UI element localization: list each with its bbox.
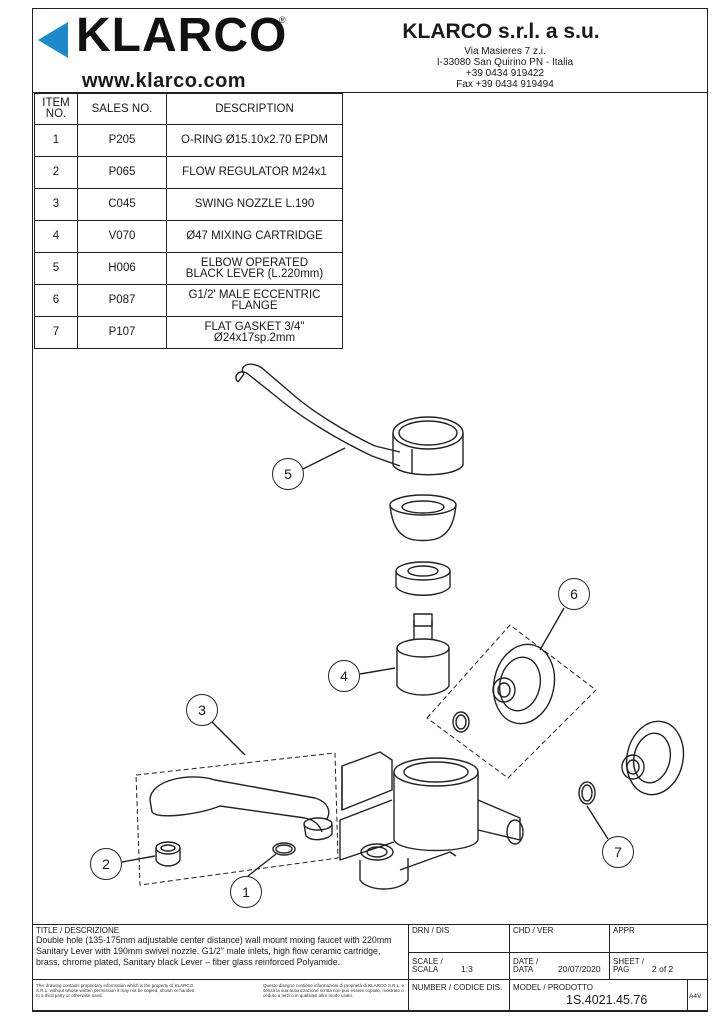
leader-line-3	[211, 721, 246, 756]
sales-no: P107	[77, 316, 167, 349]
part-description: G1/2' MALE ECCENTRIC FLANGE	[166, 284, 343, 317]
part-description: FLOW REGULATOR M24x1	[166, 156, 343, 189]
size-cell: A4V	[688, 980, 707, 1011]
eccentric-flange-part	[621, 720, 685, 796]
legal-notice-it: Questo disegno contiene informazioni di …	[263, 983, 405, 998]
legal-cell: This drawing contains proprietary inform…	[33, 980, 409, 1011]
number-cell: NUMBER / CODICE DIS.	[409, 980, 510, 1011]
part-description: ELBOW OPERATED BLACK LEVER (L.220mm)	[166, 252, 343, 285]
balloon-2: 2	[90, 848, 122, 880]
legal-notice-en: This drawing contains proprietary inform…	[36, 983, 195, 998]
item-no: 3	[34, 188, 78, 221]
sheet-value: 2 of 2	[652, 964, 674, 974]
registered-mark: ®	[279, 15, 286, 25]
part-description: FLAT GASKET 3/4" Ø24x17sp.2mm	[166, 316, 343, 349]
balloon-3: 3	[186, 694, 218, 726]
leader-line-6	[539, 607, 565, 651]
part-description: SWING NOZZLE L.190	[166, 188, 343, 221]
bell-cap-part	[389, 494, 457, 542]
balloon-1: 1	[230, 876, 262, 908]
address-line: I-33080 San Quirino PN - Italia	[436, 57, 574, 68]
balloon-5: 5	[272, 458, 304, 490]
date-label: DATE / DATA	[513, 957, 539, 974]
drn-cell: DRN / DIS	[409, 925, 510, 953]
leader-line-4	[359, 667, 396, 675]
model-cell: MODEL / PRODOTTO 1S.4021.45.76	[510, 980, 688, 1011]
balloon-7: 7	[602, 836, 634, 868]
logo-triangle-icon	[38, 22, 68, 58]
title-description: Double hole (135-175mm adjustable center…	[36, 935, 392, 967]
balloon-6: 6	[558, 578, 590, 610]
sales-no: H006	[77, 252, 167, 285]
title-label: TITLE / DESCRIZIONE	[36, 926, 120, 935]
phone-line: +39 0434 919422	[465, 68, 545, 79]
scale-cell: SCALE / SCALA 1:3	[409, 953, 510, 980]
eccentric-flange-part	[452, 643, 556, 733]
appr-cell: APPR	[610, 925, 707, 953]
chd-label: CHD / VER	[513, 926, 554, 935]
sheet-size: A4V	[689, 993, 702, 1000]
faucet-body-part	[339, 751, 524, 890]
part-description: O-RING Ø15.10x2.70 EPDM	[166, 124, 343, 157]
flange-callout-frame	[426, 624, 597, 779]
elbow-lever-part	[235, 363, 464, 476]
leader-line-2	[121, 855, 156, 863]
flow-regulator-part	[155, 841, 181, 867]
drn-label: DRN / DIS	[412, 926, 450, 935]
leader-line-5	[302, 447, 346, 470]
date-value: 20/07/2020	[558, 964, 601, 974]
logo-text: KLARCO	[76, 9, 288, 62]
website-url[interactable]: www.klarco.com	[82, 70, 247, 92]
address-line: Via Masieres 7 z.i.	[464, 46, 546, 57]
exploded-view-drawing	[121, 363, 685, 890]
number-label: NUMBER / CODICE DIS.	[412, 983, 503, 992]
nozzle-callout-frame	[135, 752, 339, 886]
fax-line: Fax +39 0434 919494	[456, 79, 554, 90]
o-ring-part	[272, 842, 296, 856]
date-cell: DATE / DATA 20/07/2020	[510, 953, 610, 980]
sheet-cell: SHEET / PAG 2 of 2	[610, 953, 707, 980]
leader-line-7	[586, 805, 609, 840]
leader-line-1	[247, 853, 277, 877]
cartridge-part	[396, 613, 450, 696]
balloon-4: 4	[328, 660, 360, 692]
scale-value: 1:3	[461, 964, 473, 974]
item-no: 1	[34, 124, 78, 157]
chd-cell: CHD / VER	[510, 925, 610, 953]
swing-nozzle-part	[149, 776, 333, 841]
title-cell: TITLE / DESCRIZIONE Double hole (135-175…	[33, 925, 409, 980]
title-block: TITLE / DESCRIZIONE Double hole (135-175…	[33, 924, 707, 1011]
scale-label: SCALE / SCALA	[412, 957, 443, 974]
sheet-label: SHEET / PAG	[613, 957, 644, 974]
ring-nut-part	[395, 561, 451, 596]
company-name: KLARCO s.r.l. a s.u.	[402, 20, 600, 43]
table-header-row: ITEM NO. SALES NO. DESCRIPTION	[34, 93, 343, 125]
header-divider	[33, 92, 707, 93]
item-no: 2	[34, 156, 78, 189]
model-number: 1S.4021.45.76	[566, 993, 648, 1007]
appr-label: APPR	[613, 926, 635, 935]
model-label: MODEL / PRODOTTO	[513, 983, 594, 992]
flat-gasket-part	[578, 781, 596, 805]
drawing-sheet	[32, 8, 708, 1012]
item-no: 4	[34, 220, 78, 253]
